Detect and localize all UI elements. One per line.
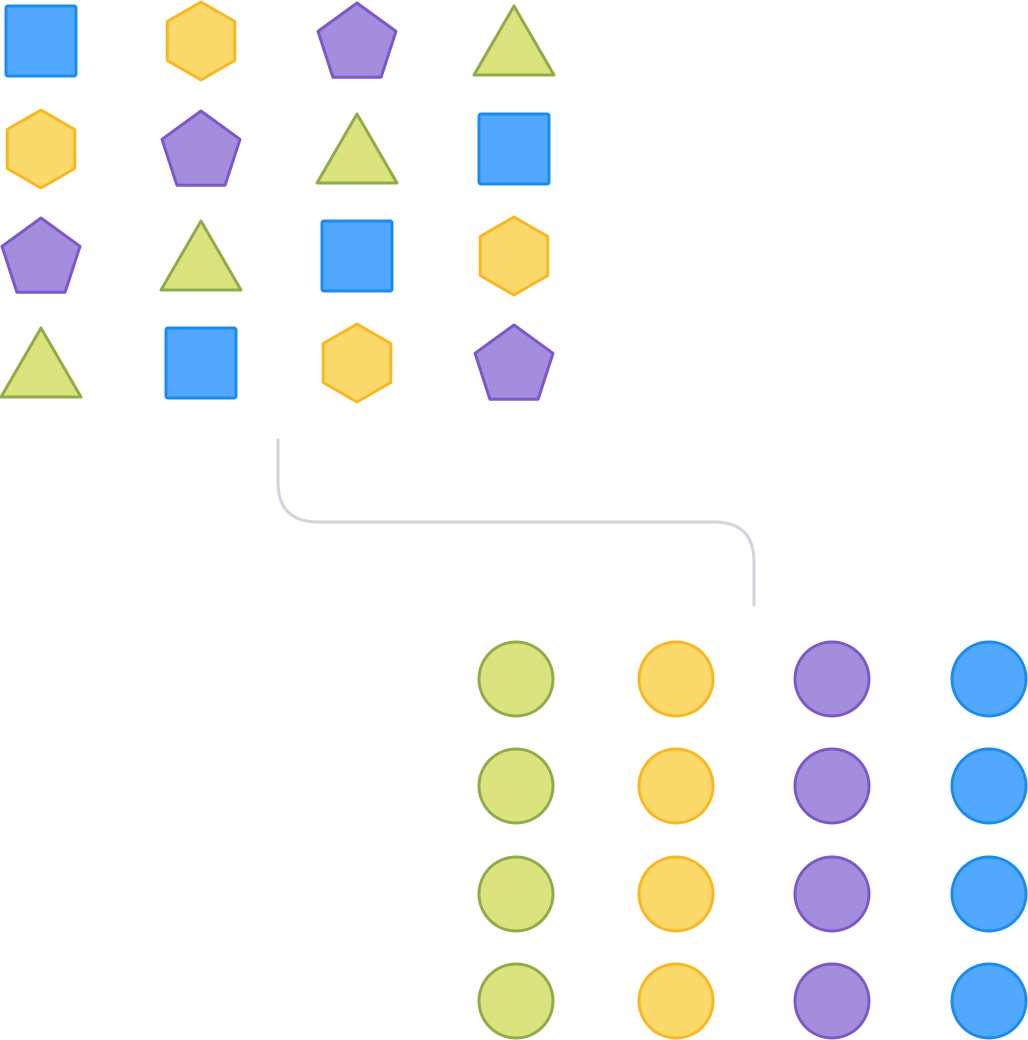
- green-triangle-shape: [159, 219, 243, 292]
- purple-pentagon-shape: [473, 323, 555, 401]
- blue-square-shape: [320, 219, 394, 293]
- yellow-hexagon-shape: [165, 0, 237, 82]
- purple-circle-shape: [793, 962, 871, 1040]
- green-circle-shape: [477, 640, 555, 718]
- yellow-circle-shape: [637, 640, 715, 718]
- blue-square-shape: [4, 4, 78, 78]
- sorted-circles-grid: [477, 640, 1028, 1040]
- purple-pentagon-shape: [160, 109, 242, 187]
- yellow-circle-shape: [637, 855, 715, 933]
- blue-circle-shape: [950, 640, 1028, 718]
- purple-circle-shape: [793, 855, 871, 933]
- green-triangle-shape: [0, 326, 83, 399]
- yellow-hexagon-shape: [478, 215, 550, 297]
- green-circle-shape: [477, 747, 555, 825]
- blue-circle-shape: [950, 962, 1028, 1040]
- blue-circle-shape: [950, 747, 1028, 825]
- blue-square-shape: [477, 112, 551, 186]
- blue-square-shape: [164, 326, 238, 400]
- yellow-circle-shape: [637, 962, 715, 1040]
- yellow-hexagon-shape: [321, 322, 393, 404]
- green-circle-shape: [477, 855, 555, 933]
- connector-line: [276, 438, 756, 607]
- mixed-shapes-grid: [0, 0, 556, 404]
- blue-circle-shape: [950, 855, 1028, 933]
- purple-circle-shape: [793, 747, 871, 825]
- green-triangle-shape: [315, 112, 399, 185]
- purple-pentagon-shape: [316, 1, 398, 79]
- green-circle-shape: [477, 962, 555, 1040]
- purple-pentagon-shape: [0, 216, 82, 294]
- yellow-hexagon-shape: [5, 108, 77, 190]
- purple-circle-shape: [793, 640, 871, 718]
- yellow-circle-shape: [637, 747, 715, 825]
- green-triangle-shape: [472, 4, 556, 77]
